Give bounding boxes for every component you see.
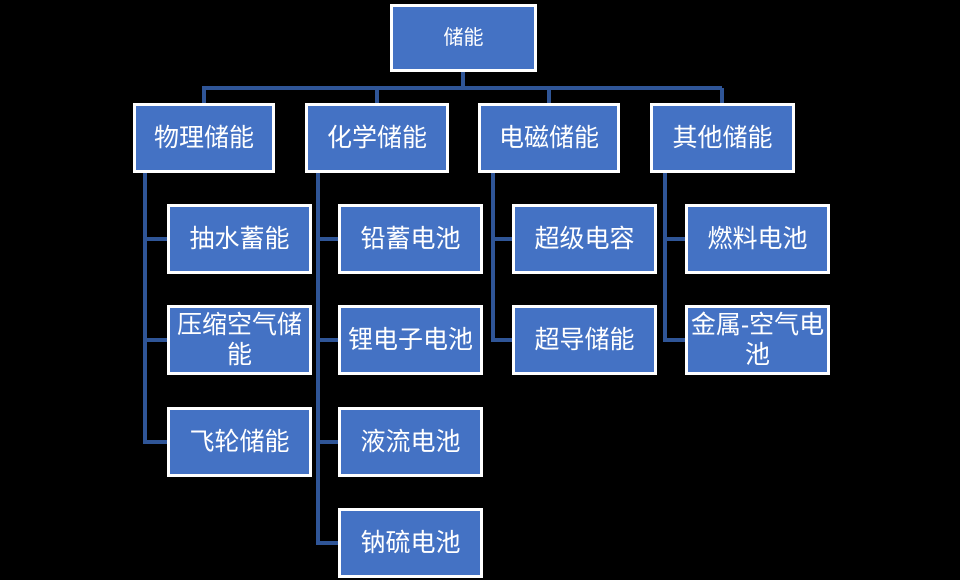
node-physical-storage: 物理储能	[133, 103, 275, 173]
node-other-storage: 其他储能	[650, 103, 795, 173]
node-sodium-sulfur-battery: 钠硫电池	[338, 508, 483, 578]
connector-branch-physical	[143, 171, 170, 444]
node-lead-acid-battery: 铅蓄电池	[338, 204, 483, 274]
connector-root-bus	[202, 70, 724, 104]
connector-branch-electromagnetic	[491, 171, 515, 342]
node-chemical-storage: 化学储能	[305, 103, 449, 173]
connector-branch-chemical	[316, 171, 341, 545]
node-fuel-cell: 燃料电池	[685, 204, 830, 274]
node-compressed-air: 压缩空气储能	[167, 305, 312, 375]
node-flywheel: 飞轮储能	[167, 407, 312, 477]
node-energy-storage: 储能	[390, 4, 537, 72]
node-flow-battery: 液流电池	[338, 407, 483, 477]
node-metal-air-battery: 金属-空气电池	[685, 305, 830, 375]
node-electromagnetic-storage: 电磁储能	[478, 103, 620, 173]
node-superconducting-storage: 超导储能	[512, 305, 657, 375]
connector-branch-other	[663, 171, 688, 342]
node-pumped-hydro: 抽水蓄能	[167, 204, 312, 274]
node-supercapacitor: 超级电容	[512, 204, 657, 274]
node-lithium-ion-battery: 锂电子电池	[338, 305, 483, 375]
